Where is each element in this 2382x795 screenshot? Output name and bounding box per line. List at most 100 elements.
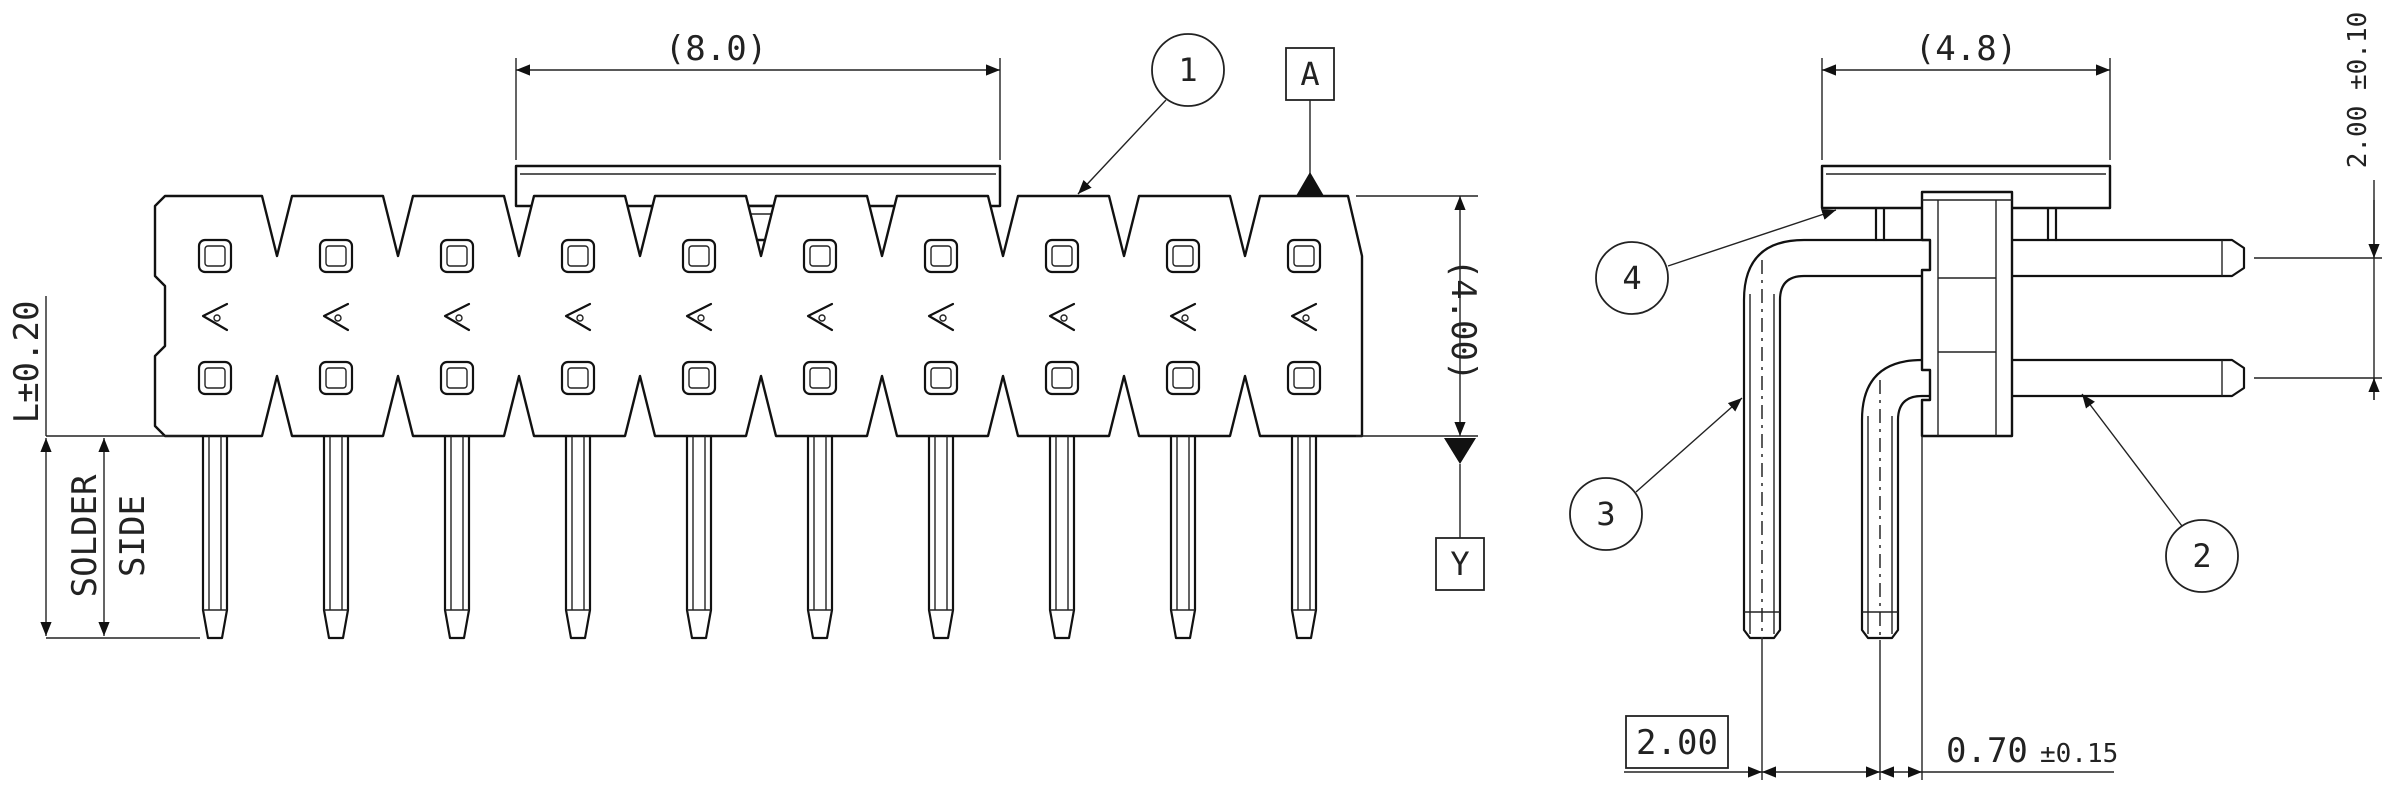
contact-square-inner	[1051, 245, 1073, 267]
solder-side-line1: SOLDER	[65, 474, 105, 597]
contact-square	[1286, 360, 1322, 396]
solder-side-line2: SIDE	[113, 495, 153, 577]
polarity-dot	[213, 314, 221, 322]
polarity-dot	[939, 314, 947, 322]
solder-pin	[1048, 434, 1076, 640]
dim-height: (4.00)	[1443, 259, 1483, 382]
contact-square-inner	[688, 367, 710, 389]
lower-bent-pin	[1860, 358, 2246, 640]
polarity-dot	[1060, 314, 1068, 322]
callout-4-label: 4	[1622, 259, 1641, 297]
contact-square	[1044, 360, 1080, 396]
contact-square	[439, 238, 475, 274]
datum-y-label: Y	[1450, 545, 1469, 583]
contact-square-inner	[204, 245, 226, 267]
callout-1-label: 1	[1178, 51, 1197, 89]
contact-square	[439, 360, 475, 396]
contact-square	[197, 360, 233, 396]
contact-square-inner	[1051, 367, 1073, 389]
contact-square	[197, 238, 233, 274]
callout-2-label: 2	[2192, 537, 2211, 575]
side-dim-pitch-vertical: 2.00 ±0.10	[2343, 12, 2373, 169]
contact-square	[923, 360, 959, 396]
contact-square	[802, 238, 838, 274]
contact-square-inner	[809, 367, 831, 389]
solder-pin	[1290, 434, 1318, 640]
side-dim-pitch-box	[1625, 715, 1729, 769]
contact-square	[923, 238, 959, 274]
polarity-mark	[322, 302, 350, 332]
contact-square-inner	[446, 245, 468, 267]
contact-square-inner	[1293, 245, 1315, 267]
dim-tolerance: L±0.20	[7, 301, 47, 424]
contact-square	[1165, 238, 1201, 274]
contact-square-inner	[1172, 367, 1194, 389]
contact-square-inner	[809, 245, 831, 267]
datum-a-triangle	[1296, 172, 1324, 196]
contact-square-inner	[1293, 367, 1315, 389]
contact-square	[1044, 238, 1080, 274]
contact-square-inner	[446, 367, 468, 389]
callout-4-circle	[1595, 241, 1669, 315]
polarity-dot	[576, 314, 584, 322]
contact-square-inner	[688, 245, 710, 267]
housing-outline	[153, 194, 1364, 438]
polarity-mark	[201, 302, 229, 332]
datum-y-triangle	[1444, 438, 1476, 464]
upper-bent-pin	[1742, 238, 2246, 640]
pin-group	[197, 238, 1322, 640]
polarity-mark	[685, 302, 713, 332]
solder-pin	[443, 434, 471, 640]
solder-pin	[806, 434, 834, 640]
contact-square-inner	[930, 367, 952, 389]
solder-pin	[201, 434, 229, 640]
side-view: (4.8) 2.00 ±0.10 4 3 2 2.00 0.70 ±0.15	[1569, 12, 2382, 780]
polarity-mark	[1048, 302, 1076, 332]
solder-pin	[322, 434, 350, 640]
callout-3-circle	[1569, 477, 1643, 551]
callout-3-label: 3	[1596, 495, 1615, 533]
polarity-mark	[927, 302, 955, 332]
contact-square	[802, 360, 838, 396]
polarity-mark	[564, 302, 592, 332]
callout-2-circle	[2165, 519, 2239, 593]
insulator-block	[1920, 190, 2014, 438]
polarity-mark	[806, 302, 834, 332]
side-dim-top-width: (4.8)	[1915, 29, 2017, 69]
polarity-dot	[1181, 314, 1189, 322]
contact-square-inner	[1172, 245, 1194, 267]
side-dim-pitch-box-label: 2.00	[1636, 723, 1718, 763]
dim-top-width: (8.0)	[665, 29, 767, 69]
contact-square-inner	[204, 367, 226, 389]
contact-square	[1165, 360, 1201, 396]
polarity-dot	[334, 314, 342, 322]
contact-square-inner	[325, 245, 347, 267]
polarity-dot	[818, 314, 826, 322]
solder-pin	[927, 434, 955, 640]
datum-y-box	[1435, 537, 1485, 591]
contact-square	[560, 238, 596, 274]
contact-square-inner	[325, 367, 347, 389]
front-view: (8.0) 1 A (4.00) Y L±0.20 SOLDER SIDE	[7, 29, 1485, 640]
contact-square-inner	[930, 245, 952, 267]
polarity-mark	[443, 302, 471, 332]
contact-square-inner	[567, 245, 589, 267]
callout-1-circle	[1151, 33, 1225, 107]
polarity-mark	[1169, 302, 1197, 332]
contact-square-inner	[567, 367, 589, 389]
polarity-mark	[1290, 302, 1318, 332]
solder-pin	[564, 434, 592, 640]
solder-pin	[1169, 434, 1197, 640]
contact-square	[560, 360, 596, 396]
contact-square	[318, 238, 354, 274]
side-dim-pin: 0.70	[1946, 731, 2028, 771]
contact-square	[1286, 238, 1322, 274]
contact-square	[681, 360, 717, 396]
polarity-dot	[455, 314, 463, 322]
datum-a-label: A	[1300, 55, 1319, 93]
side-dim-pin-tol: ±0.15	[2040, 739, 2118, 769]
polarity-dot	[697, 314, 705, 322]
solder-pin	[685, 434, 713, 640]
contact-square	[318, 360, 354, 396]
